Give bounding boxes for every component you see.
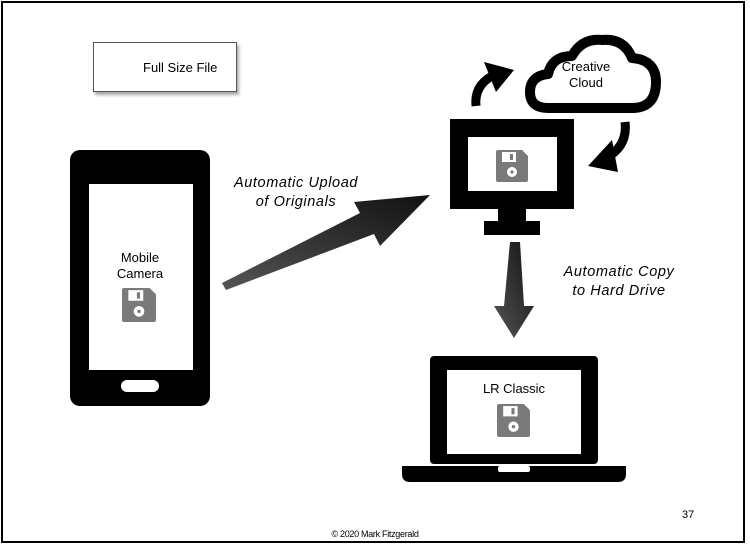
cloud-icon — [525, 34, 661, 113]
upload-arrow — [222, 195, 430, 290]
copy-label-line1: Automatic Copy — [563, 264, 675, 280]
phone-label: Mobile Camera — [100, 250, 180, 282]
cloud-label-line2: Cloud — [569, 75, 603, 90]
mobile-phone-icon — [70, 150, 210, 406]
phone-floppy-icon — [122, 288, 156, 322]
copy-label: Automatic Copy to Hard Drive — [546, 263, 692, 301]
legend-label: Full Size File — [143, 60, 218, 75]
legend-box — [93, 42, 237, 92]
upload-label: Automatic Upload of Originals — [214, 174, 378, 212]
sync-arrow-up-icon — [471, 62, 514, 107]
phone-label-line2: Camera — [116, 266, 164, 281]
laptop-floppy-icon — [497, 404, 530, 437]
upload-label-line1: Automatic Upload — [233, 175, 359, 191]
cloud-label-line1: Creative — [561, 59, 611, 74]
cloud-label: Creative Cloud — [556, 59, 616, 91]
copy-label-line2: to Hard Drive — [572, 283, 666, 299]
monitor-floppy-icon — [496, 150, 528, 182]
sync-arrow-down-icon — [588, 121, 630, 172]
phone-label-line1: Mobile — [120, 250, 160, 265]
copy-arrow — [494, 242, 534, 338]
page-number: 37 — [682, 509, 695, 521]
upload-label-line2: of Originals — [255, 194, 337, 210]
laptop-label: LR Classic — [482, 381, 546, 396]
copyright-text: © 2020 Mark Fitzgerald — [331, 529, 419, 539]
